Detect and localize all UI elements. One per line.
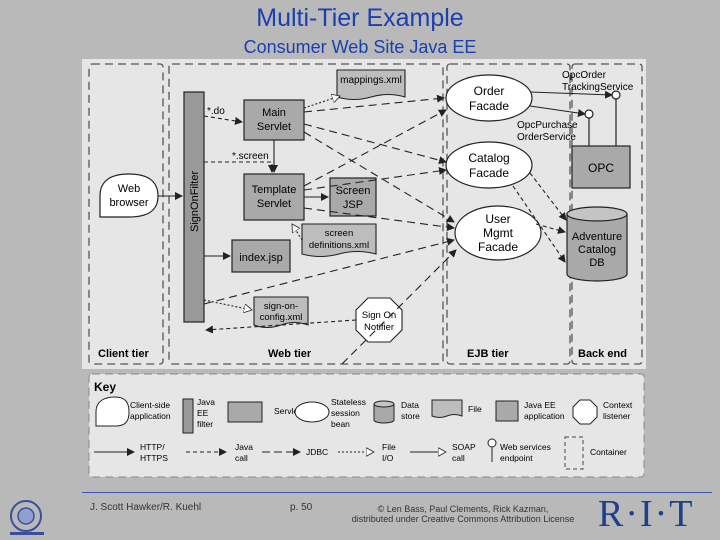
mappings-xml-label: mappings.xml: [340, 75, 402, 86]
tracking-endpoint: [611, 90, 621, 100]
screen-jsp: [329, 177, 377, 217]
index-jsp: [231, 239, 291, 273]
screen-definitions-file: [301, 223, 377, 258]
adventure-db: [566, 214, 628, 282]
key-title: Key: [94, 380, 116, 394]
backend-tier-label: Back end: [578, 348, 627, 360]
ejb-tier-label: EJB tier: [467, 348, 509, 360]
key-file: File: [468, 404, 482, 414]
client-tier-box: [88, 63, 164, 365]
sign-on-filter: [183, 91, 205, 323]
screen-label: *.screen: [232, 151, 269, 162]
footer-page: p. 50: [290, 502, 313, 513]
software-engineering-seal-icon: [10, 500, 44, 535]
rit-logo: R·I·T: [598, 493, 695, 535]
web-tier-box: [168, 63, 444, 365]
do-label: *.do: [207, 106, 225, 117]
client-tier-label: Client tier: [98, 348, 149, 360]
key-panel: [88, 373, 645, 478]
opc-application: [571, 145, 631, 189]
web-browser-shape: [99, 173, 159, 218]
opc-label: OPC: [588, 161, 614, 175]
sign-on-notifier: [355, 297, 403, 343]
sign-on-filter-label: SignOnFilter: [189, 171, 201, 232]
backend-tier-box: [571, 63, 643, 365]
footer-rule: [82, 492, 712, 493]
mappings-xml-file: [336, 69, 406, 101]
ejb-tier-box: [446, 63, 571, 365]
slide-subtitle: Consumer Web Site Java EE: [243, 37, 477, 57]
catalog-facade: [445, 141, 533, 189]
order-facade: [445, 74, 533, 122]
user-mgmt-facade: [454, 205, 542, 261]
web-tier-label: Web tier: [268, 348, 312, 360]
key-jdbc: JDBC: [306, 447, 328, 457]
footer-copyright: © Len Bass, Paul Clements, Rick Kazman, …: [351, 504, 575, 524]
slide-title: Multi-Tier Example: [256, 4, 464, 32]
key-http: HTTP/HTTPS: [140, 442, 168, 463]
key-servlet: Servlet: [274, 406, 301, 416]
main-servlet: [243, 99, 305, 141]
key-container: Container: [590, 447, 627, 457]
template-servlet: [243, 173, 305, 221]
footer-author: J. Scott Hawker/R. Kuehl: [90, 502, 202, 513]
purchase-endpoint: [584, 109, 594, 119]
sign-on-config-label: sign-on-config.xml: [260, 301, 303, 323]
sign-on-config-file: [253, 296, 309, 329]
index-jsp-label: index.jsp: [239, 252, 282, 264]
